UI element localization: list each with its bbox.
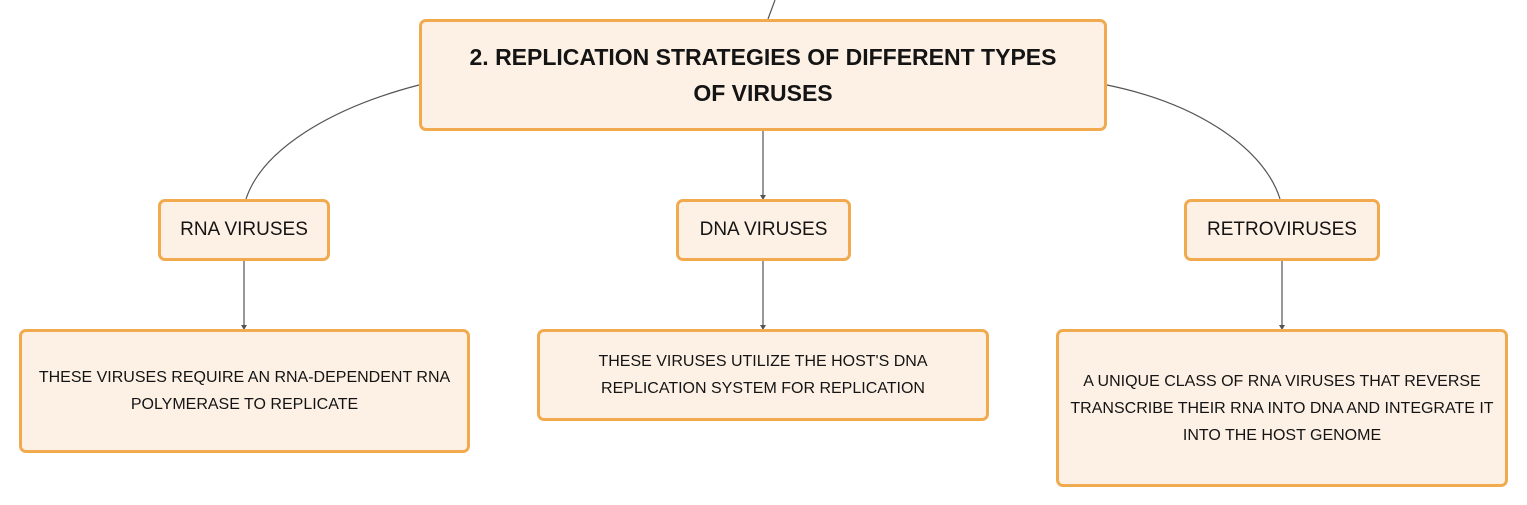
rna-viruses-description: THESE VIRUSES REQUIRE AN RNA-DEPENDENT R… [38, 369, 451, 413]
dna-viruses-label: DNA VIRUSES [699, 219, 828, 240]
rna-viruses-label: RNA VIRUSES [180, 219, 308, 240]
rna-viruses-description-node[interactable]: THESE VIRUSES REQUIRE AN RNA-DEPENDENT R… [19, 329, 470, 453]
arrowhead-dna-desc [760, 325, 766, 330]
connector-root-to-retro [1106, 84, 1281, 200]
dna-viruses-node[interactable]: DNA VIRUSES [676, 199, 851, 261]
connector-root-to-rna [245, 84, 420, 200]
retroviruses-description-node[interactable]: A UNIQUE CLASS OF RNA VIRUSES THAT REVER… [1056, 329, 1508, 487]
root-topic-title: 2. REPLICATION STRATEGIES OF DIFFERENT T… [469, 44, 1057, 106]
rna-viruses-node[interactable]: RNA VIRUSES [158, 199, 330, 261]
arrowhead-dna [760, 195, 766, 200]
dna-viruses-description: THESE VIRUSES UTILIZE THE HOST'S DNA REP… [598, 353, 928, 397]
retroviruses-node[interactable]: RETROVIRUSES [1184, 199, 1380, 261]
retroviruses-description: A UNIQUE CLASS OF RNA VIRUSES THAT REVER… [1070, 372, 1494, 444]
arrowhead-retro-desc [1279, 325, 1285, 330]
connector-parent-to-root [767, 0, 776, 20]
dna-viruses-description-node[interactable]: THESE VIRUSES UTILIZE THE HOST'S DNA REP… [537, 329, 989, 421]
retroviruses-label: RETROVIRUSES [1207, 219, 1357, 240]
arrowhead-rna-desc [241, 325, 247, 330]
root-topic-node[interactable]: 2. REPLICATION STRATEGIES OF DIFFERENT T… [419, 19, 1107, 131]
